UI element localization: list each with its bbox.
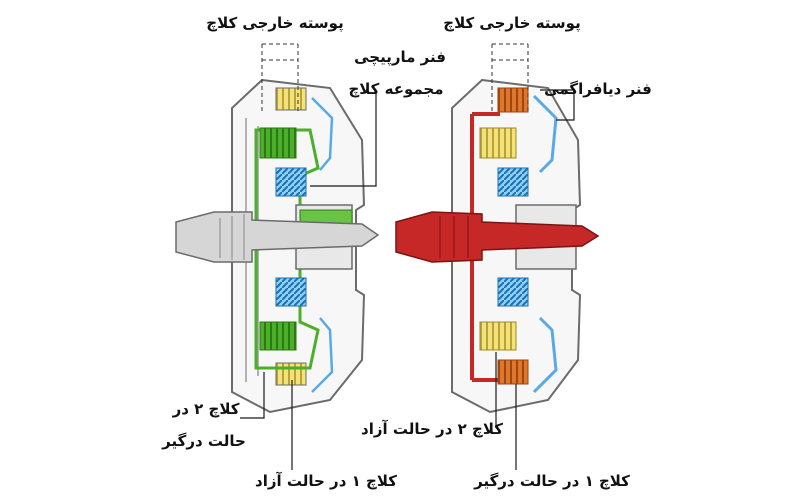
left-clutch2-label-line2: حالت درگیر xyxy=(161,432,246,450)
left-green-plate-top xyxy=(259,127,297,159)
left-clutch1-label: کلاچ ۱ در حالت آزاد xyxy=(255,472,397,490)
right-outer-housing-label: پوسته خارجی کلاچ xyxy=(443,14,580,33)
right-clutch1-label: کلاچ ۱ در حالت درگیر xyxy=(473,472,630,490)
left-clutch2-label-line1: کلاچ ۲ در xyxy=(172,400,240,418)
left-coil-spring-top xyxy=(275,167,307,197)
left-clutch-unit xyxy=(175,78,380,414)
right-clutch-unit xyxy=(395,78,600,414)
left-input-shaft xyxy=(175,211,380,263)
right-yellow-plate-top xyxy=(479,127,517,159)
left-clutch-assembly-label: مجموعه کلاچ xyxy=(348,80,443,98)
left-bottom-plate-pack xyxy=(275,362,307,386)
housing-guides xyxy=(261,43,529,112)
left-outer-housing-label: پوسته خارجی کلاچ xyxy=(206,14,343,33)
right-diaphragm-spring-bottom xyxy=(532,316,558,394)
right-red-shaft xyxy=(395,211,600,263)
right-coil-spring-top xyxy=(497,167,529,197)
right-top-plate-pack xyxy=(497,87,529,113)
left-coil-spring-bottom xyxy=(275,277,307,307)
right-clutch2-label: کلاچ ۲ در حالت آزاد xyxy=(361,420,503,438)
left-coil-spring-label: فنر مارپیچی xyxy=(354,48,446,67)
left-engaged-clutch-frame xyxy=(254,128,320,370)
leader-lines xyxy=(240,89,575,470)
left-green-plate-bottom xyxy=(259,321,297,351)
right-diaphragm-spring-label: فنر دیافراگمی xyxy=(544,80,652,98)
left-top-plate-pack xyxy=(275,87,307,111)
right-bottom-plate-pack xyxy=(497,359,529,385)
right-coil-spring-bottom xyxy=(497,277,529,307)
right-yellow-plate-bottom xyxy=(479,321,517,351)
right-diaphragm-spring-top xyxy=(532,94,558,174)
